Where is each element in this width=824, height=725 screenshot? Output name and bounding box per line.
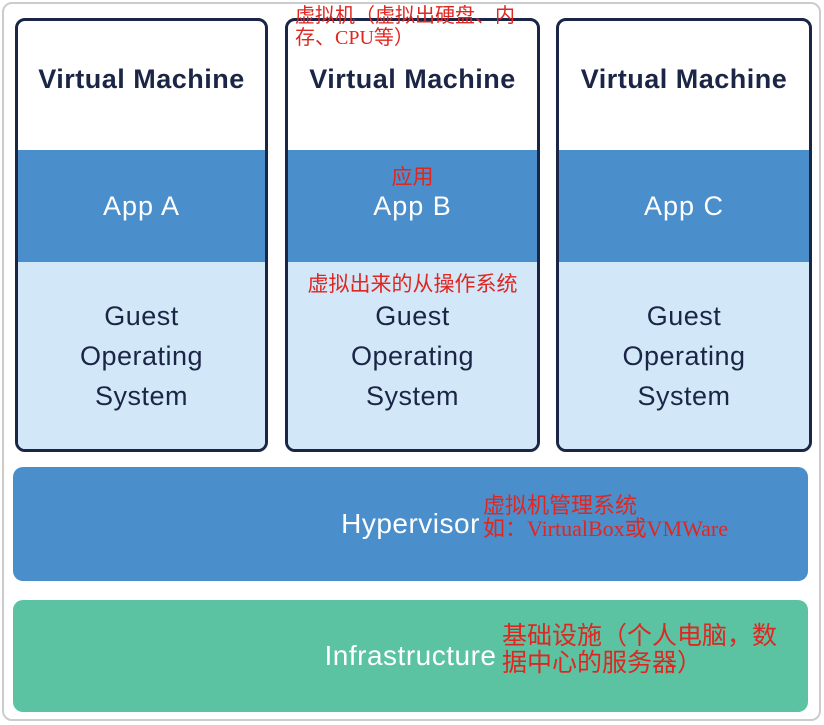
guest-os-line: System [365,380,460,411]
hypervisor-label: Hypervisor [341,508,480,539]
vm-title: Virtual Machine [580,64,788,94]
annotation-app: 应用 [391,165,434,189]
vm-box-1: Virtual Machine App A Guest Operating Sy… [15,18,268,452]
annotation-line: 据中心的服务器） [502,650,703,677]
guest-os-band: Guest Operating System [288,262,537,449]
guest-os-line: Guest [646,300,722,331]
guest-os-band: Guest Operating System [559,262,809,449]
annotation-guest-os: 虚拟出来的从操作系统 [307,272,518,296]
app-b-band: App B [288,150,537,262]
app-c-band: App C [559,150,809,262]
guest-os-line: Operating [79,340,204,371]
annotation-line: 如：VirtualBox或VMWare [483,516,728,541]
guest-os-line: System [94,380,189,411]
guest-os-line: Guest [375,300,450,331]
annotation-virtual-machine: 虚拟机（虚拟出硬盘、内 存、CPU等） [295,5,555,49]
infrastructure-label: Infrastructure [324,640,497,671]
annotation-line: 虚拟机管理系统 [483,493,638,518]
infrastructure-band: Infrastructure [13,600,808,712]
guest-os-line: Operating [350,340,475,371]
vm-box-2: Virtual Machine App B Guest Operating Sy… [285,18,540,452]
guest-os-line: Guest [104,300,179,331]
guest-os-line: Operating [622,340,746,371]
annotation-line: 存、CPU等） [295,27,414,49]
guest-os-band: Guest Operating System [18,262,265,449]
vm-box-3: Virtual Machine App C Guest Operating Sy… [556,18,812,452]
vm-title: Virtual Machine [309,64,516,94]
hypervisor-band: Hypervisor [13,467,808,581]
annotation-infrastructure: 基础设施（个人电脑，数 据中心的服务器） [502,623,777,677]
vm-title: Virtual Machine [38,64,245,94]
app-a-band: App A [18,150,265,262]
annotation-line: 基础设施（个人电脑，数 [502,623,778,650]
annotation-line: 虚拟机（虚拟出硬盘、内 [295,5,515,27]
guest-os-line: System [637,380,731,411]
annotation-hypervisor: 虚拟机管理系统 如：VirtualBox或VMWare [483,494,728,540]
